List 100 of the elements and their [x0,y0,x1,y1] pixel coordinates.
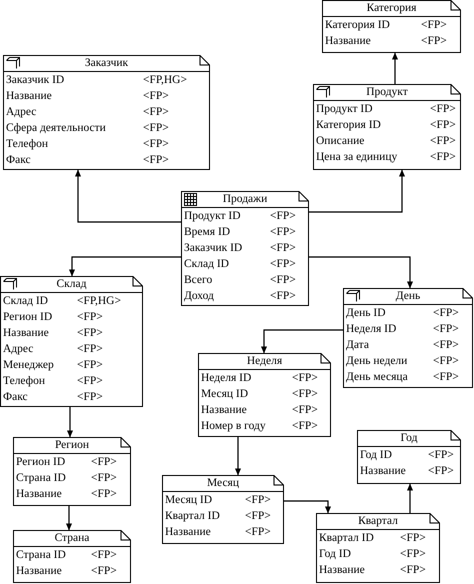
key-tag: <FP,HG> [143,73,187,88]
arrow [67,407,73,438]
entity-box [343,288,473,388]
key-tag: <FP> [270,289,296,304]
attribute-name: Страна ID [16,471,66,486]
key-tag: <FP> [428,464,454,479]
entity-title: Продажи [222,192,268,207]
attribute-name: Адрес [6,105,36,120]
attribute-name: Факс [3,390,28,405]
key-tag: <FP> [428,448,454,463]
attribute-name: Дата [346,338,369,353]
entity-title: Категория [366,1,416,16]
arrow [392,52,398,84]
arrow [407,484,413,513]
key-tag: <FP> [91,471,117,486]
key-tag: <FP> [245,509,271,524]
attribute-name: День месяца [346,370,408,385]
key-tag: <FP> [421,34,447,49]
key-tag: <FP> [400,563,426,578]
attribute-name: Год ID [360,448,392,463]
key-tag: <FP> [430,134,456,149]
key-tag: <FP> [430,150,456,165]
key-tag: <FP> [270,257,296,272]
arrow [284,500,331,514]
attribute-name: Номер в году [201,419,266,434]
entity-box [357,430,461,484]
key-tag: <FP> [77,390,103,405]
attribute-name: Цена за единицу [316,150,398,165]
key-tag: <FP> [433,338,459,353]
attribute-name: Название [6,89,52,104]
attribute-name: Доход [184,289,214,304]
key-tag: <FP> [77,326,103,341]
entity-title: Год [400,431,418,446]
attribute-name: Продукт ID [316,102,373,117]
attribute-name: Заказчик ID [6,73,64,88]
entity-box [313,84,461,170]
attribute-name: Неделя ID [201,371,252,386]
attribute-name: Регион ID [3,310,52,325]
arrow [309,170,405,213]
key-tag: <FP> [433,370,459,385]
entity-title: Месяц [206,476,239,491]
key-tag: <FP> [433,322,459,337]
key-tag: <FP> [77,358,103,373]
entity-box [322,0,461,53]
key-tag: <FP> [400,547,426,562]
attribute-name: Название [16,564,62,579]
key-tag: <FP> [292,371,318,386]
key-tag: <FP> [270,241,296,256]
key-tag: <FP> [430,118,456,133]
key-tag: <FP> [430,102,456,117]
attribute-name: Месяц ID [201,387,248,402]
key-tag: <FP> [270,273,296,288]
attribute-name: Категория ID [325,18,390,33]
attribute-name: Квартал ID [319,531,374,546]
arrow [75,170,181,223]
attribute-name: Склад ID [184,257,229,272]
attribute-name: День недели [346,354,408,369]
key-tag: <FP> [143,105,169,120]
key-tag: <FP> [245,525,271,540]
entity-title: Заказчик [84,56,128,71]
entity-box [13,530,131,583]
attribute-name: Название [319,563,365,578]
arrow [66,506,72,530]
attribute-name: Склад ID [3,294,48,309]
key-tag: <FP> [143,89,169,104]
key-tag: <FP> [91,548,117,563]
key-tag: <FP> [77,310,103,325]
attribute-name: Название [325,34,371,49]
entity-title: Страна [54,531,90,546]
entity-title: Регион [54,438,90,453]
key-tag: <FP> [143,137,169,152]
entity-box [0,276,143,407]
attribute-name: Менеджер [3,358,54,373]
attribute-name: Квартал ID [165,509,220,524]
key-tag: <FP> [245,493,271,508]
attribute-name: Месяц ID [165,493,212,508]
key-tag: <FP> [292,387,318,402]
key-tag: <FP> [433,306,459,321]
key-tag: <FP> [433,354,459,369]
key-tag: <FP> [292,403,318,418]
entity-box [13,437,131,506]
key-tag: <FP> [270,225,296,240]
attribute-name: Телефон [6,137,48,152]
attribute-name: Описание [316,134,364,149]
entity-box [3,55,210,170]
entity-title: Склад [56,277,86,292]
entity-title: Неделя [246,354,282,369]
attribute-name: Неделя ID [346,322,396,337]
arrow [309,256,413,288]
attribute-name: Адрес [3,342,34,357]
attribute-name: Страна ID [16,548,66,563]
attribute-name: Год ID [319,547,351,562]
attribute-name: Факс [6,153,31,168]
attribute-name: Всего [184,273,212,288]
key-tag: <FP> [91,564,117,579]
attribute-name: Регион ID [16,455,66,470]
attribute-name: Сфера деятельности [6,121,106,136]
attribute-name: Название [16,487,62,502]
attribute-name: Название [165,525,211,540]
arrow [261,329,343,354]
